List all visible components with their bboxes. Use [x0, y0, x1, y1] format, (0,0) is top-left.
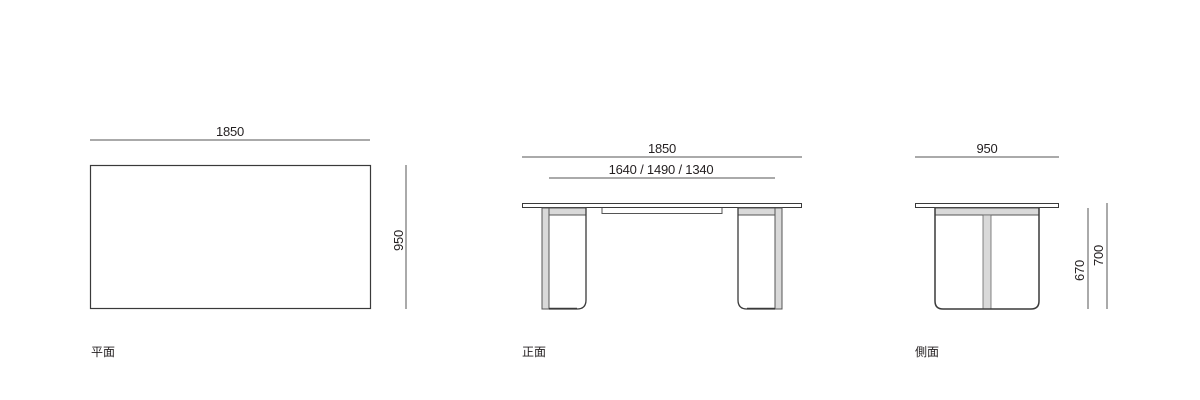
- front-left-leg: [541, 207, 587, 310]
- plan-tabletop-outline: [89, 164, 372, 310]
- side-view: [915, 156, 1108, 310]
- front-right-leg: [737, 207, 783, 310]
- front-inner-dimension: 1640 / 1490 / 1340: [608, 162, 714, 177]
- plan-view: [89, 139, 407, 310]
- side-total-height-dimension: 700: [1091, 244, 1106, 266]
- side-tabletop: [915, 203, 1059, 208]
- plan-view-label: 平面: [91, 345, 116, 359]
- side-width-dimension: 950: [976, 141, 998, 156]
- side-leg-frame: [934, 207, 1040, 310]
- side-leg-height-dimension: 670: [1072, 259, 1087, 281]
- side-view-label: 側面: [915, 345, 940, 359]
- front-width-dimension: 1850: [647, 141, 677, 156]
- plan-width-dimension: 1850: [215, 124, 245, 139]
- front-view: [522, 156, 802, 310]
- front-apron-rail: [601, 208, 723, 214]
- front-view-label: 正面: [522, 345, 547, 359]
- front-tabletop: [522, 203, 802, 208]
- plan-depth-dimension: 950: [391, 229, 406, 251]
